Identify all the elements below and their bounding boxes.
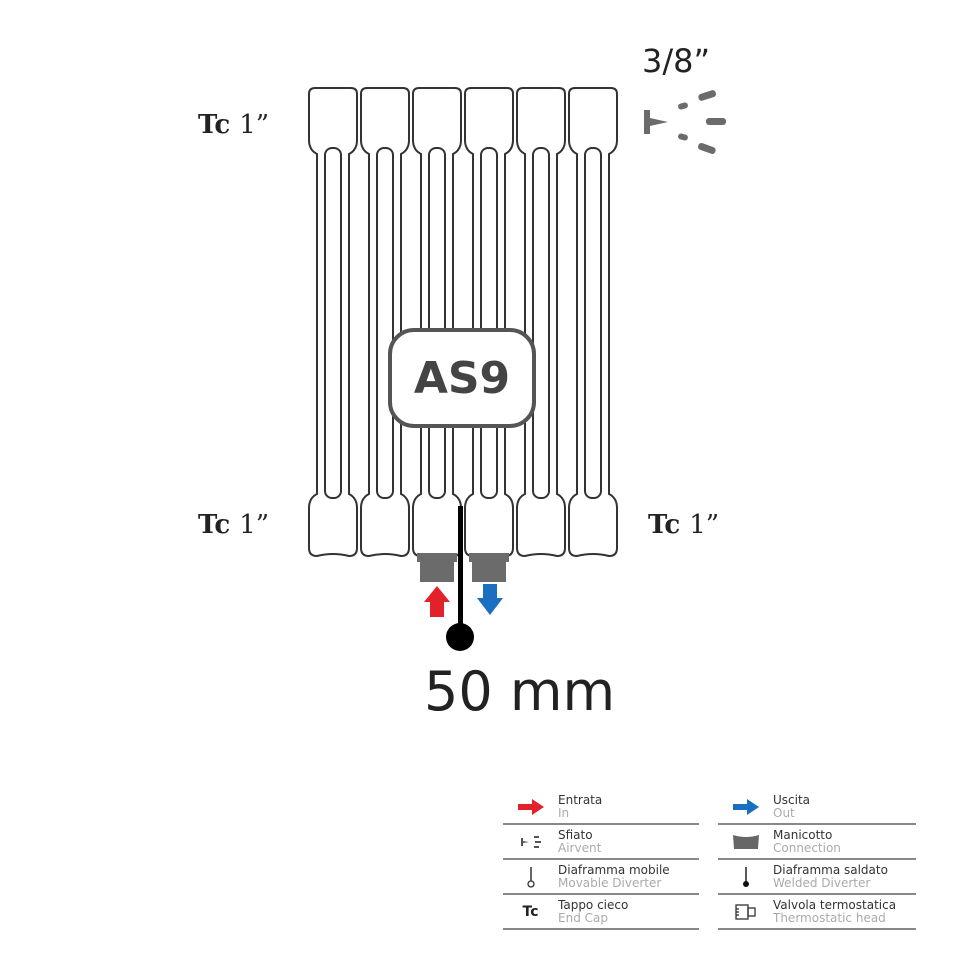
- radiator-section: [464, 87, 514, 558]
- distance-label: 50 mm: [424, 660, 616, 723]
- outlet-arrow-icon: [477, 584, 503, 615]
- end-cap-label-bottom-right: Tc 1”: [648, 510, 720, 540]
- end-cap-label-bottom-left: Tc 1”: [198, 510, 270, 540]
- end-cap-label-top-left: Tc 1”: [198, 110, 270, 140]
- airvent-size-label: 3/8”: [642, 42, 711, 80]
- airvent-icon: [520, 835, 541, 848]
- end-cap-icon: Tc: [522, 903, 539, 920]
- airvent-icon: [644, 90, 726, 154]
- radiator-section: [308, 87, 358, 558]
- radiator-section: [516, 87, 566, 558]
- welded-diverter-icon: [446, 506, 474, 651]
- radiator-section: [568, 87, 618, 558]
- red-arrow-icon: [517, 798, 544, 815]
- connection-icon: [732, 834, 759, 849]
- thermostatic-head-icon: [734, 903, 756, 920]
- model-badge: AS9: [388, 328, 536, 428]
- connection-inlet: [417, 553, 457, 582]
- connection-outlet: [469, 553, 509, 582]
- welded-diverter-icon: [742, 866, 749, 887]
- radiator-section: [360, 87, 410, 558]
- radiator-section: [412, 87, 462, 558]
- blue-arrow-icon: [732, 798, 759, 815]
- movable-diverter-icon: [526, 866, 535, 888]
- inlet-arrow-icon: [424, 586, 450, 617]
